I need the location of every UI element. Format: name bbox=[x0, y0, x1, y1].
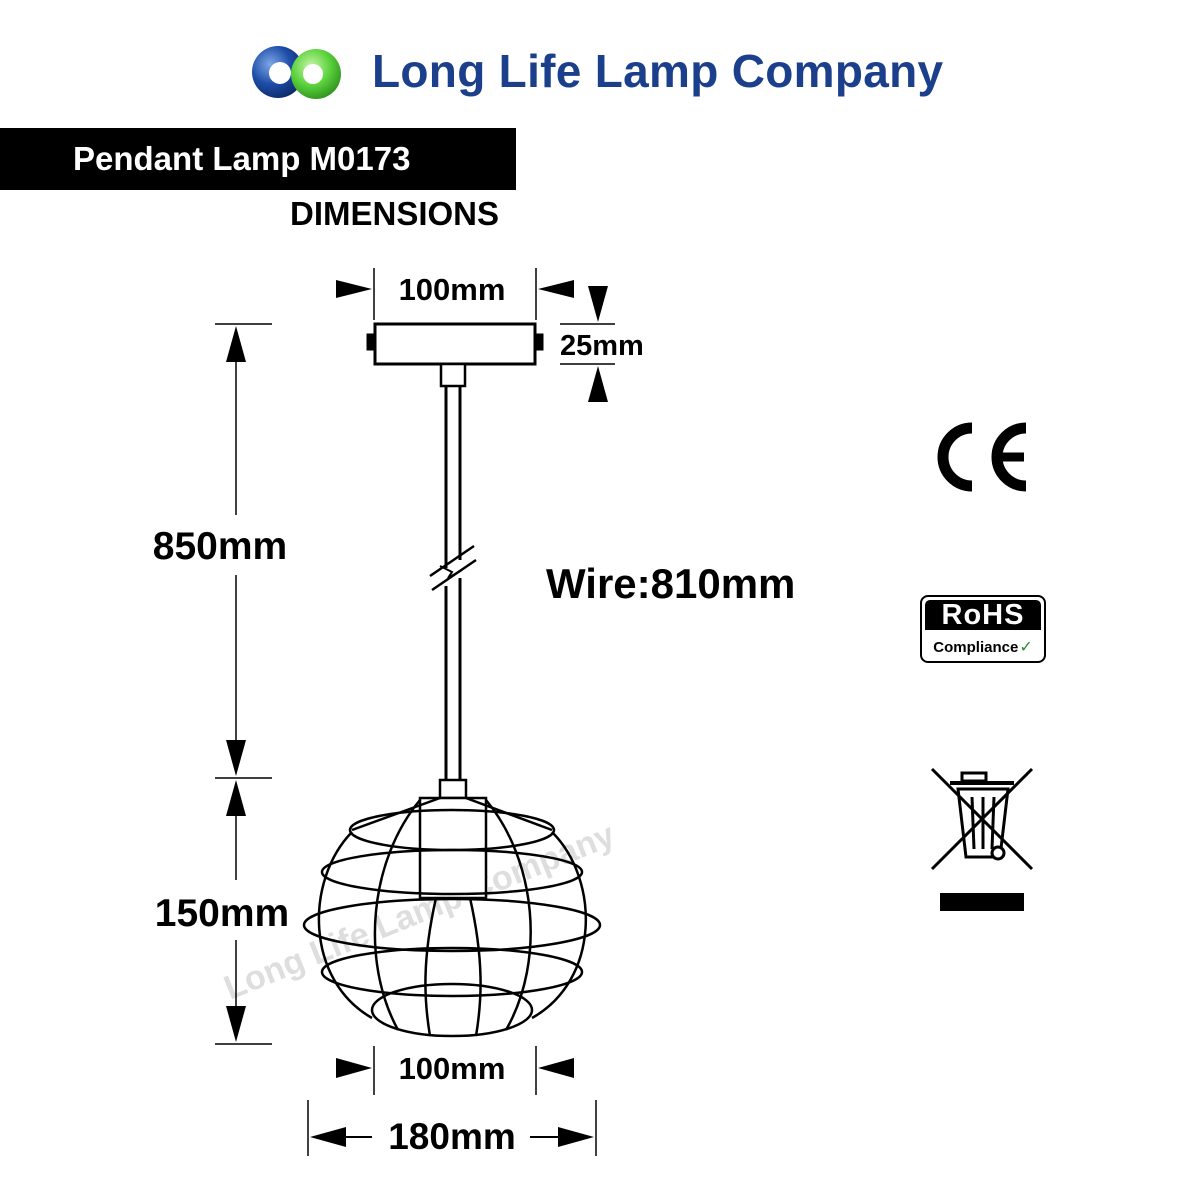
check-icon: ✓ bbox=[1019, 639, 1033, 656]
shade-width-label: 180mm bbox=[388, 1116, 516, 1157]
section-label: DIMENSIONS bbox=[290, 195, 500, 232]
shade-height-dimension bbox=[215, 780, 272, 1045]
canopy-height-label: 25mm bbox=[560, 330, 644, 362]
drop-length-label: 850mm bbox=[153, 525, 287, 568]
rohs-subtitle-text: Compliance bbox=[933, 639, 1019, 656]
weee-bin-icon bbox=[930, 767, 1034, 911]
shade-width-dimension bbox=[307, 1100, 597, 1156]
drop-length-dimension bbox=[215, 323, 272, 779]
shade-bottom-width-label: 100mm bbox=[399, 1051, 506, 1086]
rohs-badge: RoHS Compliance✓ bbox=[920, 595, 1046, 663]
rohs-title: RoHS bbox=[925, 600, 1041, 631]
rohs-subtitle: Compliance✓ bbox=[922, 637, 1044, 657]
ce-mark-icon bbox=[937, 422, 1027, 492]
suspension-rod bbox=[429, 386, 477, 780]
shade-bottom-width-dimension bbox=[336, 1046, 574, 1095]
product-title: Pendant Lamp M0173 bbox=[73, 140, 411, 177]
company-name: Long Life Lamp Company bbox=[372, 45, 944, 97]
shade-height-label: 150mm bbox=[155, 892, 289, 935]
company-logo-icon bbox=[252, 46, 341, 99]
canopy-width-dimension bbox=[336, 268, 574, 320]
canopy-height-dimension bbox=[560, 286, 615, 402]
canopy-width-label: 100mm bbox=[399, 272, 506, 307]
canopy bbox=[366, 322, 544, 388]
cage-shade bbox=[302, 778, 602, 1038]
wire-length-label: Wire:810mm bbox=[546, 560, 795, 607]
title-bar bbox=[0, 128, 516, 190]
